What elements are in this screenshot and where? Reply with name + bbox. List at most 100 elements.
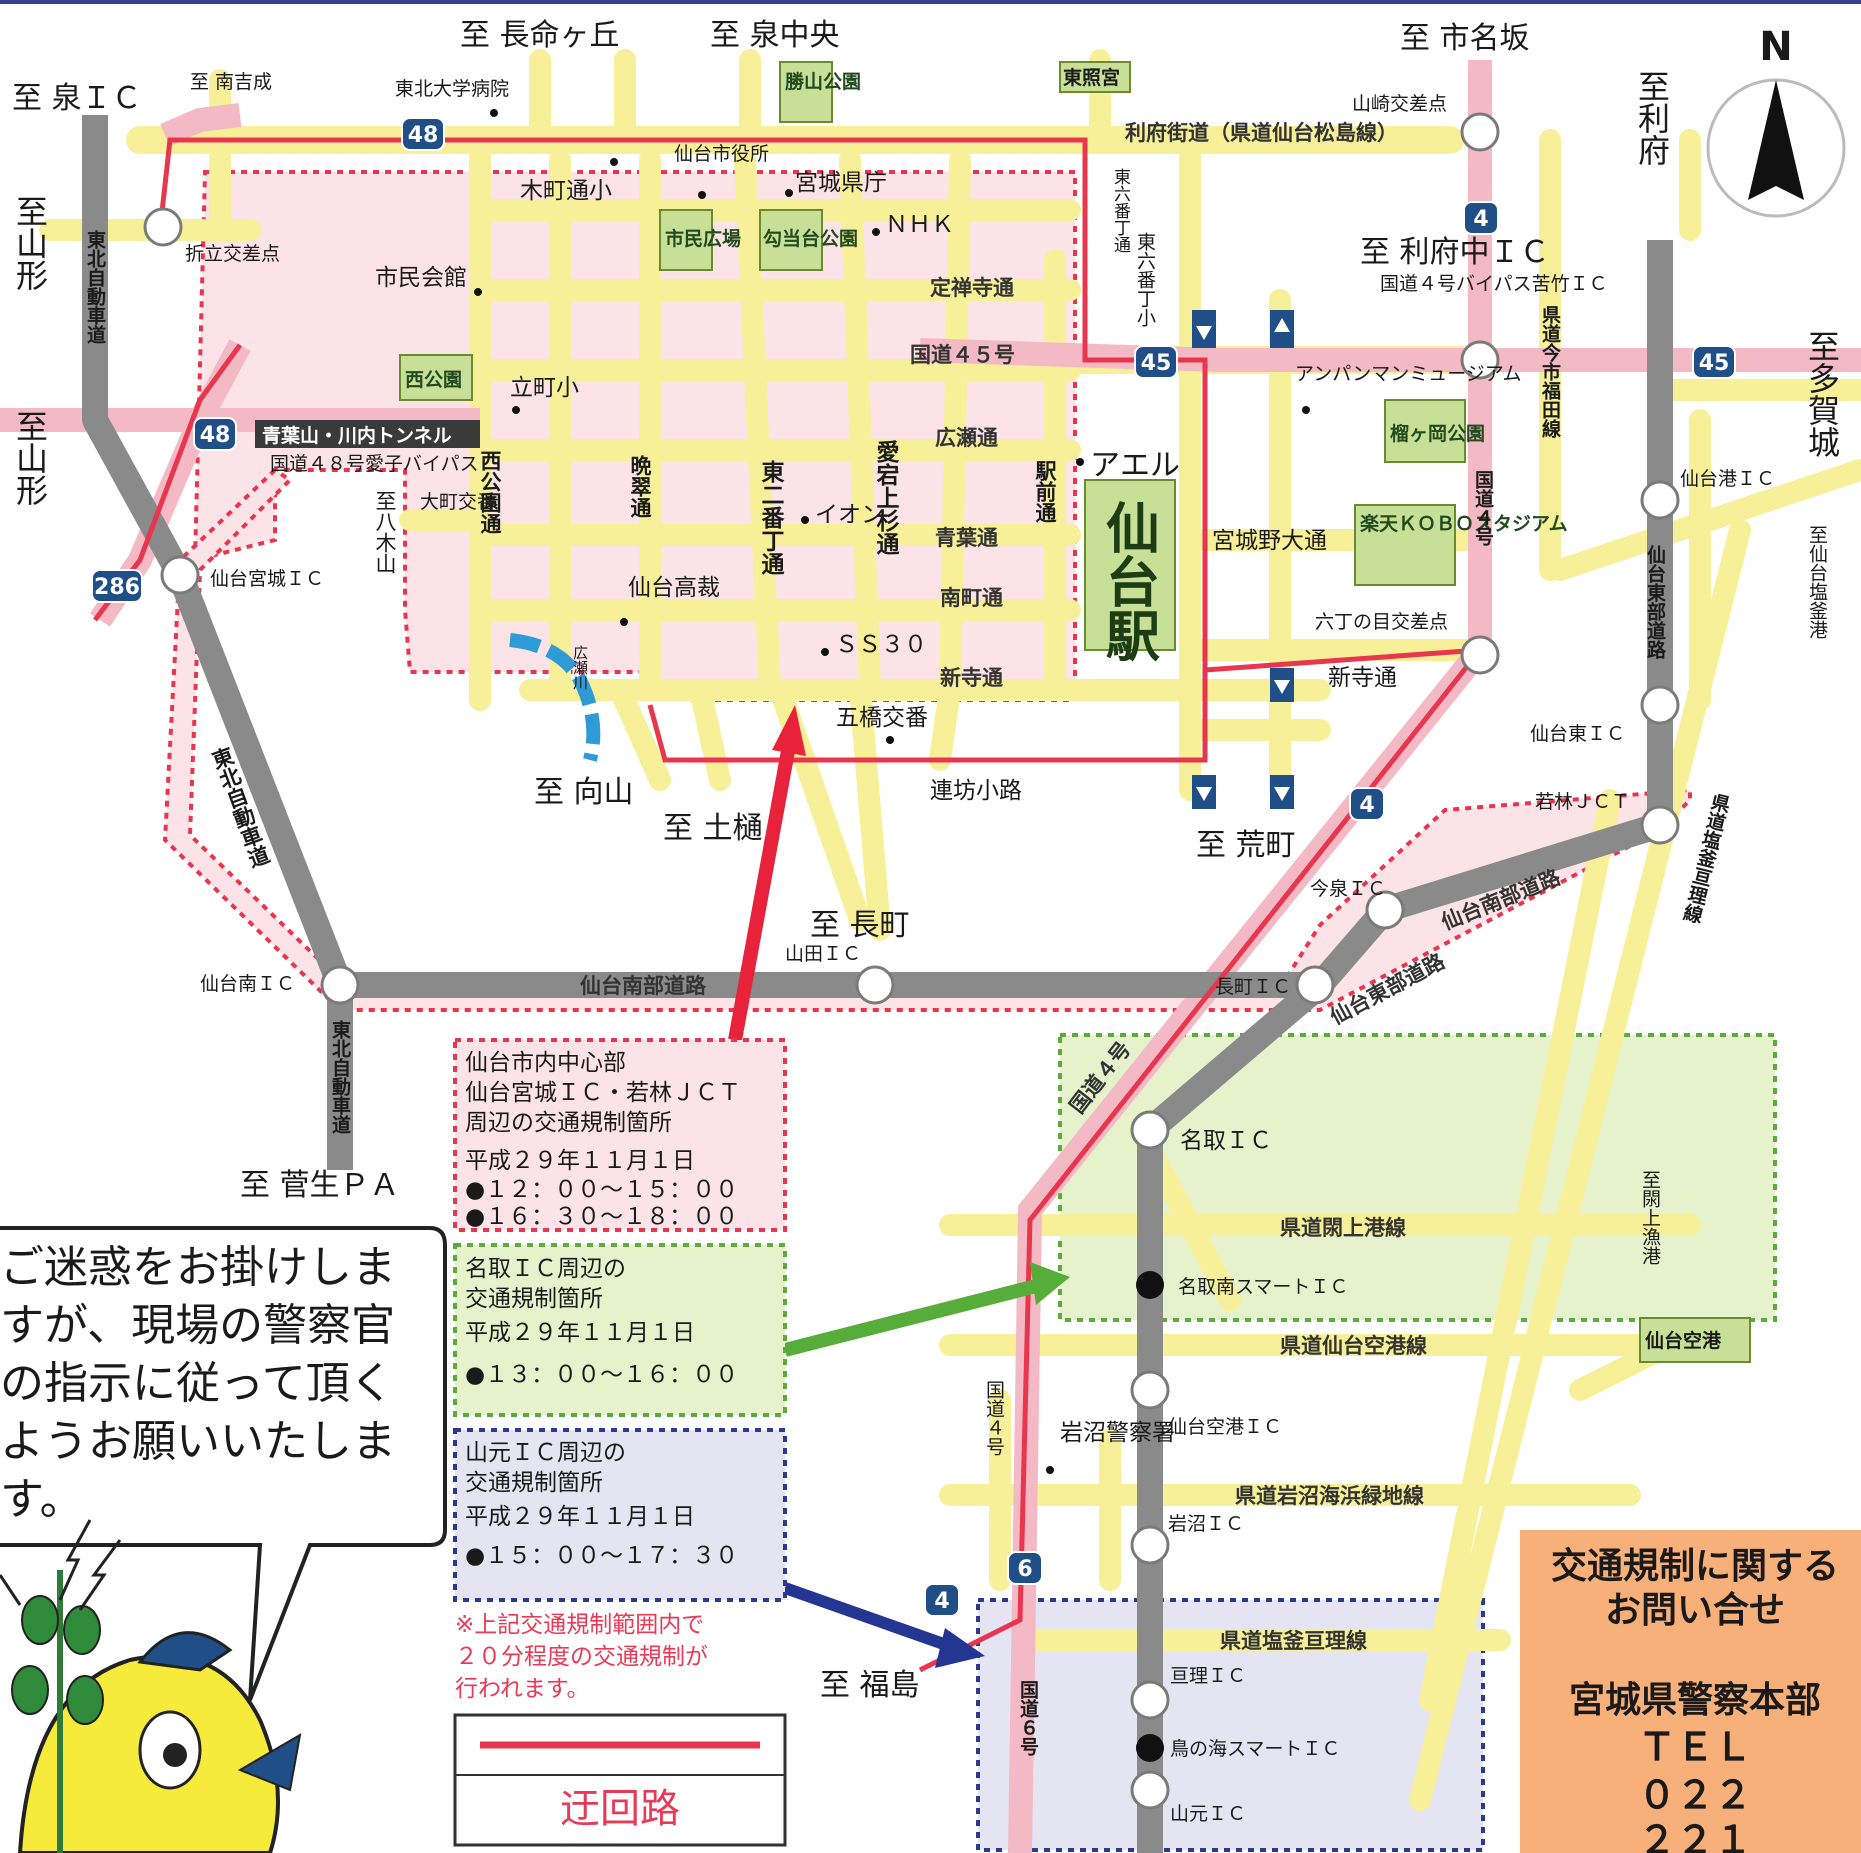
svg-text:※上記交通規制範囲内で: ※上記交通規制範囲内で xyxy=(455,1612,704,1638)
svg-text:●１２：００～１５：００: ●１２：００～１５：００ xyxy=(465,1177,738,1203)
svg-text:至 長町: 至 長町 xyxy=(810,908,910,943)
svg-text:平成２９年１１月１日: 平成２９年１１月１日 xyxy=(465,1504,695,1530)
label-sendai-station: 仙台駅 xyxy=(1097,500,1160,662)
svg-text:勝山公園: 勝山公園 xyxy=(785,70,861,93)
svg-text:楽天ＫＯＢＯスタジアム: 楽天ＫＯＢＯスタジアム xyxy=(1360,512,1568,535)
svg-text:榴ヶ岡公園: 榴ヶ岡公園 xyxy=(1390,422,1485,445)
rakuten-stadium-box xyxy=(1354,504,1456,586)
label-route4-v2: 国道４号 xyxy=(983,1380,1005,1456)
svg-text:名取ＩＣ周辺の: 名取ＩＣ周辺の xyxy=(465,1256,626,1282)
svg-text:286: 286 xyxy=(94,575,140,600)
svg-text:4: 4 xyxy=(934,1589,949,1614)
label-sendai-toubu-road: 仙台東部道路 xyxy=(1644,544,1666,660)
svg-text:至 泉ＩＣ: 至 泉ＩＣ xyxy=(12,81,142,116)
label-higashi-nibancho: 東二番丁通 xyxy=(757,460,786,576)
svg-text:仙台高裁: 仙台高裁 xyxy=(628,575,720,601)
svg-text:交通規制箇所: 交通規制箇所 xyxy=(465,1286,603,1312)
svg-text:平成２９年１１月１日: 平成２９年１１月１日 xyxy=(465,1148,695,1174)
dir-shiogama-port: 至仙台塩釜港 xyxy=(1806,525,1828,639)
svg-text:県道塩釜亘理線: 県道塩釜亘理線 xyxy=(1220,1629,1367,1653)
katsuyama-park-box xyxy=(779,61,833,123)
label-tohoku-expwy-1: 東北自動車道 xyxy=(84,229,106,345)
svg-text:宮城野大通: 宮城野大通 xyxy=(1212,528,1327,554)
svg-text:仙台南ＩＣ: 仙台南ＩＣ xyxy=(200,973,295,995)
contact-box: 交通規制に関する お問い合せ 宮城県警察本部 ＴＥＬ ０２２ ２２１ xyxy=(1520,1530,1861,1853)
svg-text:●１５：００～１７：３０: ●１５：００～１７：３０ xyxy=(465,1543,738,1569)
legend-detour-label: 迂回路 xyxy=(560,1786,680,1832)
svg-text:至 土樋: 至 土樋 xyxy=(663,811,763,846)
svg-text:6: 6 xyxy=(1017,1557,1032,1582)
svg-text:4: 4 xyxy=(1359,793,1374,818)
svg-text:至 荒町: 至 荒町 xyxy=(1196,828,1296,863)
svg-text:平成２９年１１月１日: 平成２９年１１月１日 xyxy=(465,1320,695,1346)
route-shield-45b: 45 xyxy=(1692,345,1736,379)
svg-text:至 市名坂: 至 市名坂 xyxy=(1400,21,1530,56)
svg-text:新寺通: 新寺通 xyxy=(1328,665,1397,691)
svg-text:青葉山・川内トンネル: 青葉山・川内トンネル xyxy=(262,424,452,447)
svg-text:国道４８号愛子バイパス: 国道４８号愛子バイパス xyxy=(270,453,479,475)
label-bansui-dori: 晩翠通 xyxy=(628,454,652,518)
nishi-park-box xyxy=(399,354,473,401)
pointer-arrows xyxy=(728,705,1070,1668)
svg-text:勾当台公園: 勾当台公園 xyxy=(763,227,858,250)
landmark-labels: 東北大学病院 勝山公園 東照宮 山崎交差点 利府街道（県道仙台松島線） 木町通小… xyxy=(185,66,1775,1825)
svg-text:折立交差点: 折立交差点 xyxy=(185,243,280,265)
direction-labels: 至 長命ヶ丘 至 泉中央 至 市名坂 至 泉ＩＣ 至 南吉成 至 利府中ＩＣ 至… xyxy=(12,18,1550,1703)
svg-text:大町交番: 大町交番 xyxy=(420,491,496,513)
label-kendo-imaichi: 県道今市福田線 xyxy=(1539,305,1562,439)
tsutsujigaoka-park-box xyxy=(1384,399,1466,463)
svg-text:イオン: イオン xyxy=(815,502,884,528)
svg-text:岩沼ＩＣ: 岩沼ＩＣ xyxy=(1168,1513,1244,1535)
route-shield-48a: 48 xyxy=(401,117,445,151)
svg-text:仙台港ＩＣ: 仙台港ＩＣ xyxy=(1680,468,1775,490)
koutoudai-park-box xyxy=(759,209,823,271)
dir-tagajo: 至多賀城 xyxy=(1803,330,1841,458)
svg-text:山田ＩＣ: 山田ＩＣ xyxy=(785,943,861,965)
parks xyxy=(399,61,1751,1363)
label-higashi-rokubancho: 東六番丁通 xyxy=(1110,168,1131,253)
svg-text:利府街道（県道仙台松島線）: 利府街道（県道仙台松島線） xyxy=(1125,121,1398,145)
dir-yuriage-fishport: 至閖上漁港 xyxy=(1639,1170,1661,1265)
mascot-bird-icon xyxy=(0,1519,302,1853)
svg-text:48: 48 xyxy=(200,423,231,448)
svg-text:アエル: アエル xyxy=(1090,448,1180,483)
label-higashi-rokubancho-elem: 東六番丁小 xyxy=(1134,232,1156,327)
zone-natori xyxy=(1058,1033,1777,1322)
svg-text:行われます。: 行われます。 xyxy=(455,1676,590,1702)
svg-text:仙台東ＩＣ: 仙台東ＩＣ xyxy=(1530,723,1625,745)
route-shield-286: 286 xyxy=(91,569,143,603)
route-shield-48b: 48 xyxy=(193,417,237,451)
svg-text:交通規制箇所: 交通規制箇所 xyxy=(465,1470,603,1496)
shimin-hiroba-box xyxy=(659,209,713,271)
regulation-note: ※上記交通規制範囲内で ２０分程度の交通規制が 行われます。 xyxy=(455,1612,708,1702)
svg-text:国道４号バイパス苦竹ＩＣ: 国道４号バイパス苦竹ＩＣ xyxy=(1380,273,1608,295)
svg-text:45: 45 xyxy=(1699,351,1730,376)
one-way-arrow-markers xyxy=(1192,310,1294,809)
label-tohoku-expwy-3: 東北自動車道 xyxy=(329,1019,351,1135)
route-shield-4b: 4 xyxy=(1349,787,1385,821)
svg-text:東照宮: 東照宮 xyxy=(1063,66,1120,89)
svg-text:県道閖上港線: 県道閖上港線 xyxy=(1280,1216,1406,1240)
svg-text:新寺通: 新寺通 xyxy=(940,666,1003,690)
label-nishikoen-dori: 西公園通 xyxy=(478,450,502,534)
svg-text:五橋交番: 五橋交番 xyxy=(836,705,928,731)
legend: 迂回路 xyxy=(453,1713,787,1847)
svg-text:す。: す。 xyxy=(0,1474,84,1525)
svg-text:岩沼警察署: 岩沼警察署 xyxy=(1060,1420,1175,1446)
svg-text:六丁の目交差点: 六丁の目交差点 xyxy=(1315,611,1448,633)
svg-text:ＮＨＫ: ＮＨＫ xyxy=(885,212,954,238)
dir-yamagata-1: 至山形 xyxy=(11,195,49,291)
box-natori: 名取ＩＣ周辺の 交通規制箇所 平成２９年１１月１日 ●１３：００～１６：００ xyxy=(453,1243,787,1417)
svg-text:仙台市内中心部: 仙台市内中心部 xyxy=(465,1050,626,1076)
svg-text:ＳＳ３０: ＳＳ３０ xyxy=(835,632,927,658)
svg-text:２０分程度の交通規制が: ２０分程度の交通規制が xyxy=(455,1644,708,1670)
svg-text:至 泉中央: 至 泉中央 xyxy=(710,18,840,53)
box-central: 仙台市内中心部 仙台宮城ＩＣ・若林ＪＣＴ 周辺の交通規制箇所 平成２９年１１月１… xyxy=(453,1038,787,1232)
svg-text:市民会館: 市民会館 xyxy=(375,265,467,291)
dir-yamagata-2: 至山形 xyxy=(11,410,49,506)
route-shield-4a: 4 xyxy=(1463,201,1499,235)
svg-text:至 南吉成: 至 南吉成 xyxy=(190,71,272,93)
label-route6-v: 国道６号 xyxy=(1017,1680,1039,1756)
svg-text:立町小: 立町小 xyxy=(510,375,579,401)
